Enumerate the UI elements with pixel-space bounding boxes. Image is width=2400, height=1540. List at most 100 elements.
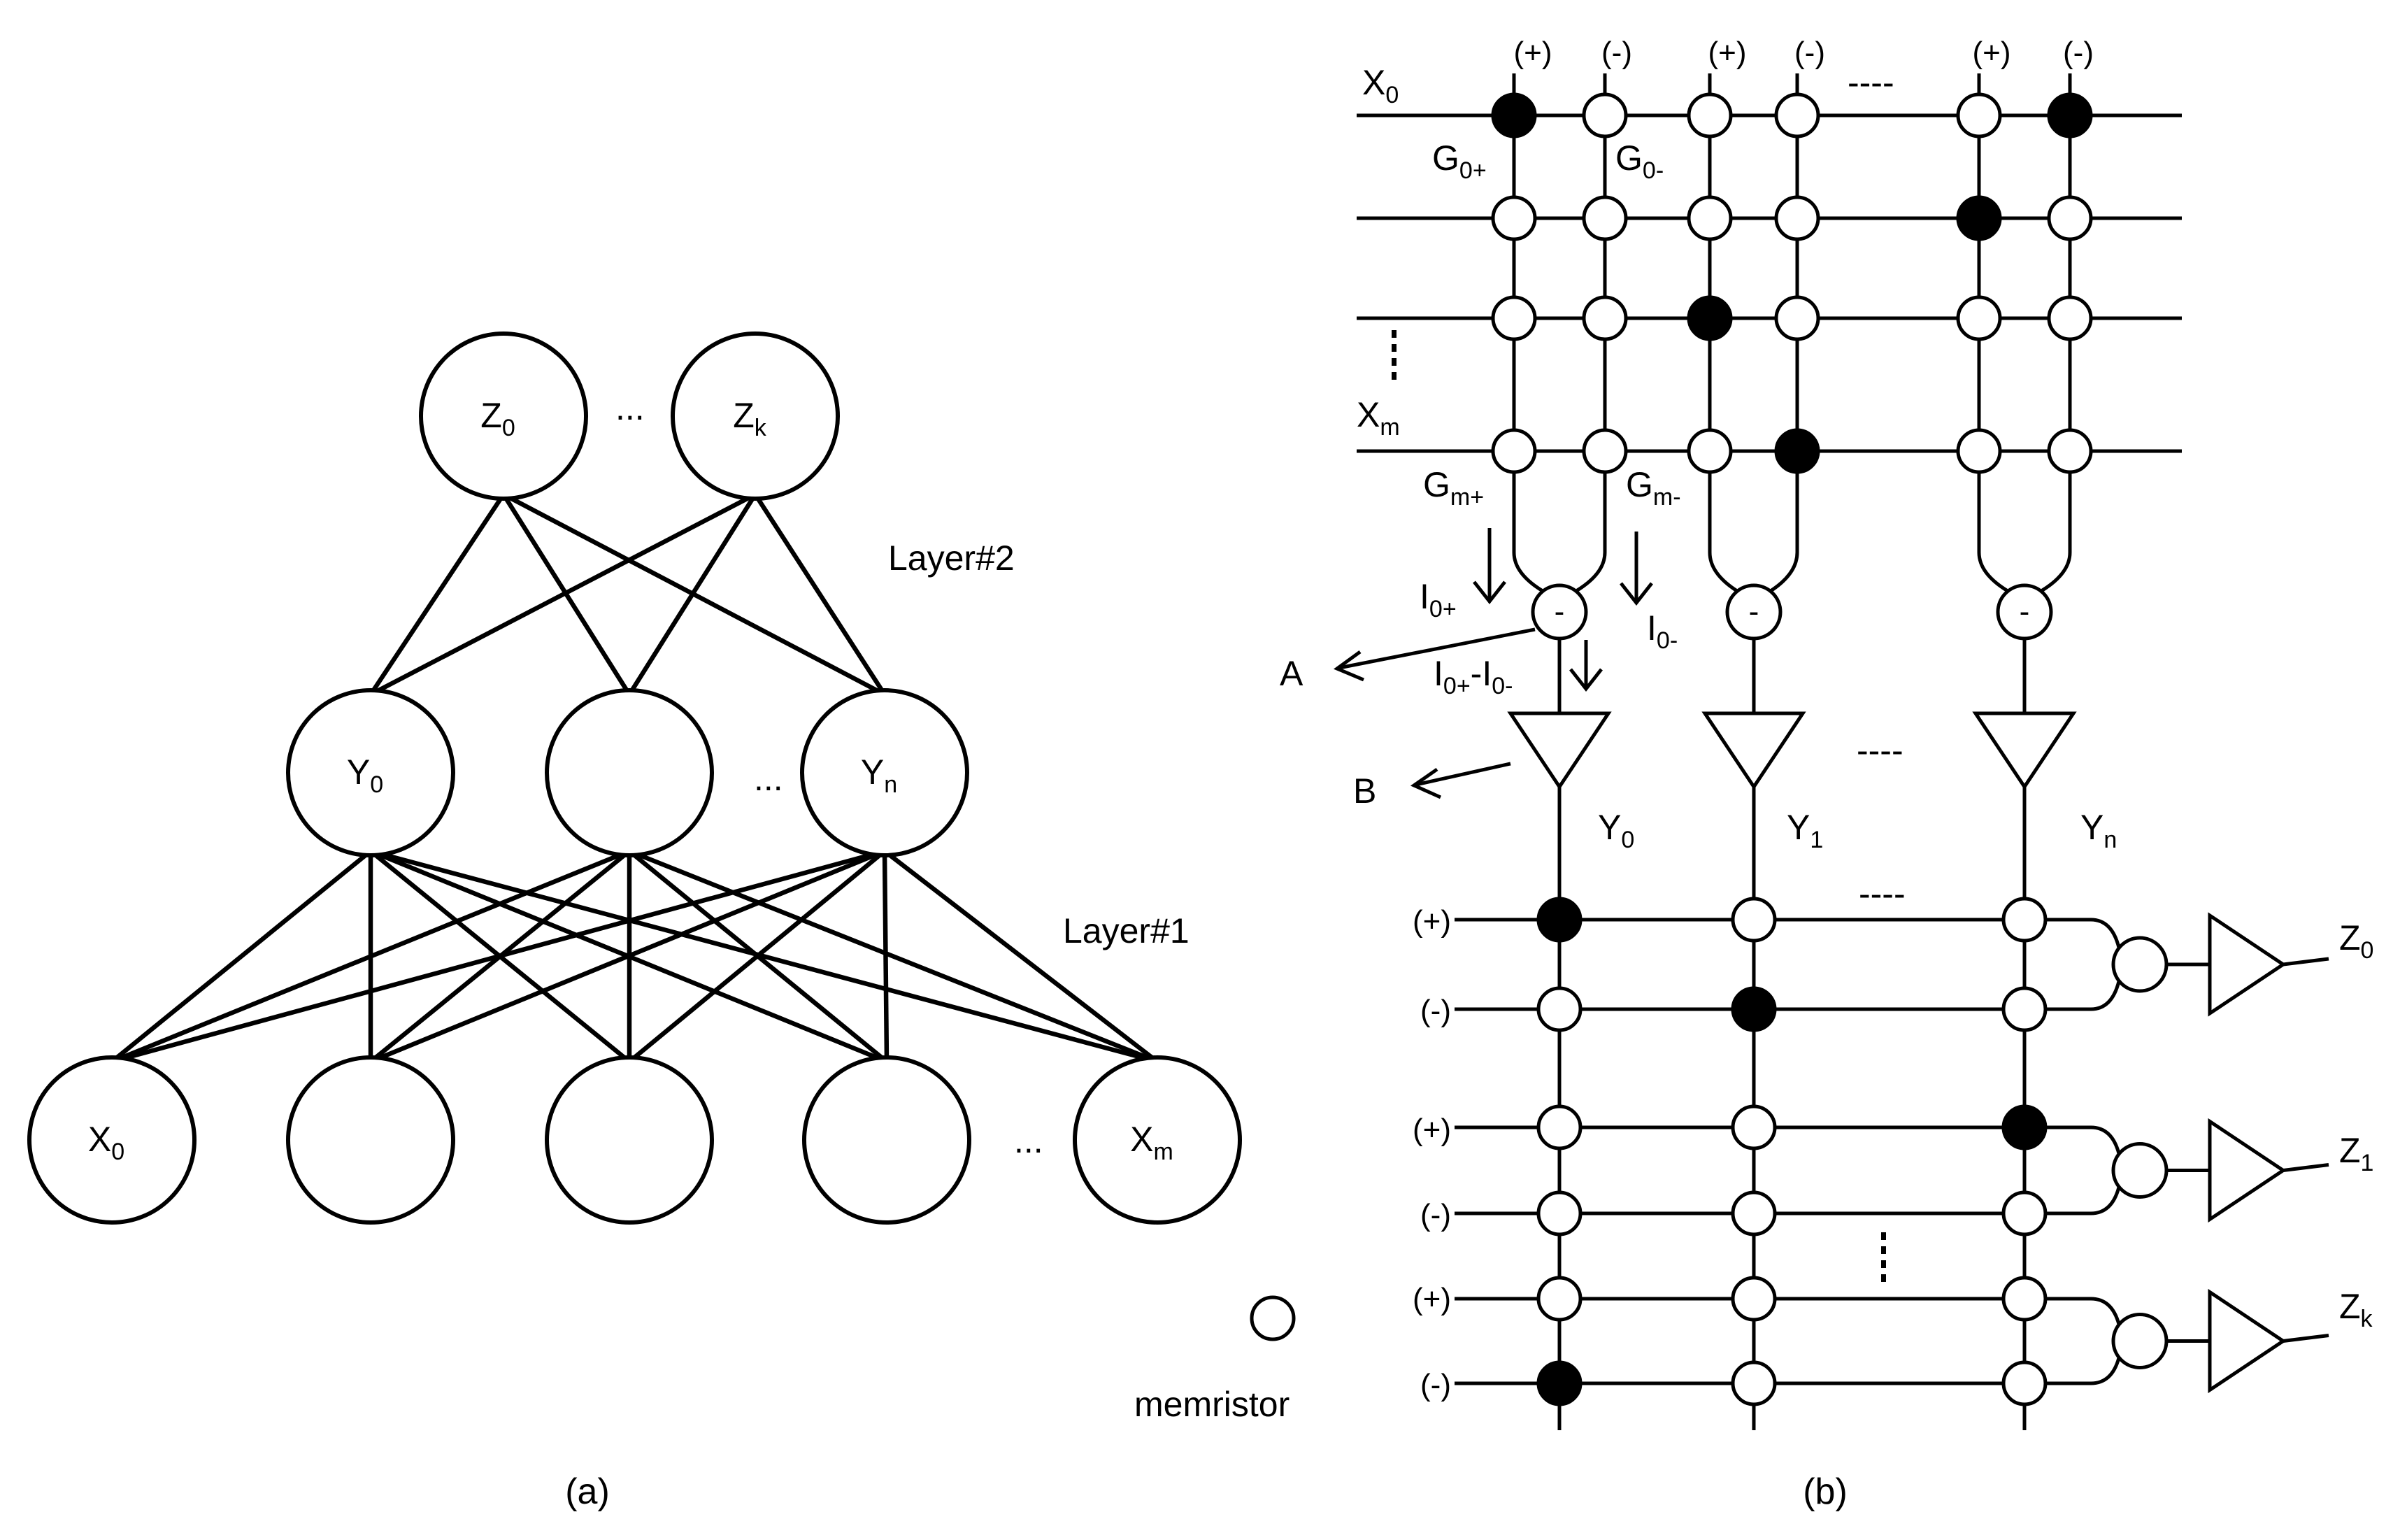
current-difference-label: I0+-I0- bbox=[1434, 654, 1513, 699]
memristor bbox=[1582, 195, 1628, 241]
panel-b-crossbar-circuit: --- (+) (-) (+) (-) (+) (-) ---- X0 Xm G… bbox=[1134, 36, 2373, 1512]
wire bbox=[2283, 1334, 2329, 1343]
col-sign-label: (-) bbox=[1601, 36, 1632, 70]
memristor bbox=[1536, 1190, 1583, 1236]
output-node-label: Zk bbox=[733, 396, 767, 441]
memristor bbox=[2001, 1360, 2048, 1406]
column-sign-labels: (+) (-) (+) (-) (+) (-) bbox=[1514, 36, 2094, 70]
second-array-sign-labels: (+) (-) (+) (-) (+) (-) bbox=[1413, 904, 1451, 1402]
memristor bbox=[1687, 92, 1733, 138]
network-edge bbox=[627, 493, 757, 696]
wire bbox=[2090, 1186, 2121, 1215]
output-amplifier bbox=[2208, 1118, 2287, 1223]
wire bbox=[1977, 500, 2009, 593]
hidden-node: Yn bbox=[800, 688, 969, 857]
current-label-i0-plus: I0+ bbox=[1420, 577, 1457, 622]
output-label-z0: Z0 bbox=[2339, 918, 2373, 964]
memristor bbox=[1687, 428, 1733, 474]
wire bbox=[1575, 500, 1607, 593]
memristor bbox=[1774, 195, 1820, 241]
memristor bbox=[1491, 428, 1537, 474]
memristor bbox=[1731, 1360, 1777, 1406]
memristor bbox=[1956, 92, 2002, 138]
memristor bbox=[2047, 428, 2093, 474]
row-sign-label: (-) bbox=[1420, 1368, 1451, 1402]
memristor bbox=[2001, 897, 2048, 943]
memristor bbox=[1956, 428, 2002, 474]
output-ellipsis: ... bbox=[615, 388, 645, 427]
activation-amplifier bbox=[1507, 711, 1612, 790]
layer2-label: Layer#2 bbox=[888, 539, 1015, 578]
network-edge bbox=[370, 848, 1158, 1064]
network-edge bbox=[883, 849, 1159, 1064]
output-node-label: Z0 bbox=[480, 396, 515, 441]
hidden-node bbox=[545, 688, 714, 857]
network-edge bbox=[369, 492, 757, 697]
network-edge bbox=[628, 848, 1159, 1064]
memristor bbox=[1774, 428, 1820, 474]
network-edge bbox=[110, 848, 631, 1064]
output-amplifier bbox=[2208, 1288, 2287, 1394]
network-edge bbox=[369, 493, 506, 696]
memristor bbox=[2047, 295, 2093, 341]
memristor bbox=[1536, 897, 1583, 943]
hidden-node-label: Y0 bbox=[347, 753, 383, 798]
memristor bbox=[1536, 1104, 1583, 1150]
row-vertical-dots bbox=[1392, 330, 1397, 380]
memristor bbox=[1731, 897, 1777, 943]
output-label-z1: Z1 bbox=[2339, 1131, 2373, 1176]
output-subtractor bbox=[2111, 1313, 2169, 1369]
row-label-xm: Xm bbox=[1357, 395, 1400, 441]
wire bbox=[1512, 500, 1544, 593]
wire bbox=[2090, 981, 2121, 1011]
hidden-node-label: Yn bbox=[861, 753, 897, 798]
activation-amplifier bbox=[1701, 711, 1806, 790]
subtractor-symbol: - bbox=[2020, 594, 2030, 629]
input-node bbox=[286, 1055, 455, 1225]
network-edge bbox=[753, 493, 887, 696]
caption-a: (a) bbox=[565, 1471, 610, 1512]
memristor bbox=[1731, 986, 1777, 1032]
output-subtractor bbox=[2111, 1142, 2169, 1199]
col-sign-label: (-) bbox=[1794, 36, 1825, 70]
second-array-vertical-dots bbox=[1881, 1232, 1886, 1282]
current-label-i0-minus: I0- bbox=[1647, 608, 1678, 654]
memristor bbox=[1491, 295, 1537, 341]
wire bbox=[2090, 1357, 2121, 1385]
memristor bbox=[2001, 1190, 2048, 1236]
memristor bbox=[1582, 92, 1628, 138]
conductance-label-gm-plus: Gm+ bbox=[1423, 465, 1484, 511]
hidden-output-label-y1: Y1 bbox=[1787, 808, 1823, 853]
legend-memristor-icon bbox=[1250, 1295, 1296, 1341]
network-edge bbox=[111, 848, 885, 1064]
crossbar-wires bbox=[1357, 73, 2329, 1430]
row-label-x0: X0 bbox=[1362, 63, 1399, 108]
wire bbox=[2090, 918, 2121, 948]
memristor bbox=[1536, 1360, 1583, 1406]
row-sign-label: (+) bbox=[1413, 1282, 1451, 1316]
memristor bbox=[2001, 1104, 2048, 1150]
memristor bbox=[1956, 295, 2002, 341]
pointer-label-b: B bbox=[1353, 771, 1376, 811]
pointer-arrows bbox=[1333, 627, 1536, 799]
row-sign-label: (-) bbox=[1420, 994, 1451, 1028]
output-subtractor bbox=[2111, 936, 2169, 993]
memristor bbox=[1774, 92, 1820, 138]
col-sign-label: (-) bbox=[2063, 36, 2094, 70]
memristor bbox=[1582, 295, 1628, 341]
subtractor-symbol: - bbox=[1555, 594, 1565, 629]
legend: memristor bbox=[1134, 1295, 1296, 1424]
input-node bbox=[802, 1055, 971, 1225]
hidden-node: Y0 bbox=[286, 688, 455, 857]
conductance-label-g0-minus: G0- bbox=[1615, 138, 1664, 184]
memristor bbox=[1491, 92, 1537, 138]
caption-b: (b) bbox=[1803, 1471, 1848, 1512]
conductance-label-g0-plus: G0+ bbox=[1432, 138, 1487, 184]
wire bbox=[2283, 1163, 2329, 1172]
input-node-label: X0 bbox=[88, 1120, 124, 1165]
network-edge bbox=[882, 850, 890, 1062]
row-sign-label: (-) bbox=[1420, 1198, 1451, 1232]
